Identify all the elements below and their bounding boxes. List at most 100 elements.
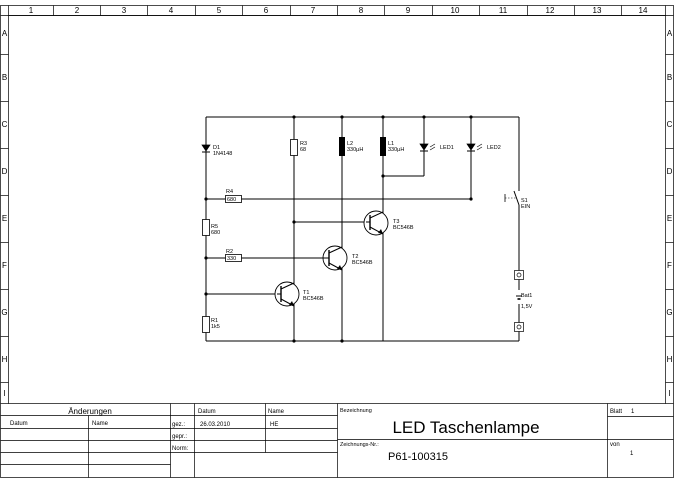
d1-ref: D1: [213, 145, 220, 151]
t3-value: BC546B: [393, 225, 414, 231]
r5-value: 680: [211, 230, 220, 236]
col-label: 13: [593, 6, 602, 15]
title-block: Änderungen Datum Name Datum Name gez.: 2…: [0, 403, 674, 478]
col-label: 11: [499, 6, 508, 15]
col-label: 1: [29, 6, 34, 15]
col-label: 10: [451, 6, 460, 15]
inductor-l1: L1 330µH: [380, 137, 404, 156]
outer-border: [0, 5, 674, 478]
gez-name: HE: [270, 422, 278, 428]
row-label: B: [667, 73, 672, 82]
col-label: 14: [639, 6, 648, 15]
column-ticks: [53, 5, 622, 16]
row-label: E: [2, 214, 7, 223]
battery-bat1: Bat1 1,5V: [514, 270, 533, 332]
circuit: D1 1N4148 R3 68 L2 330µH L1 330µH LED1: [201, 115, 533, 343]
col-label: 6: [264, 6, 269, 15]
t1-value: BC546B: [303, 296, 324, 302]
resistor-r2: R2 330: [225, 249, 242, 262]
row-labels-right: A B C D E F G H I: [666, 29, 672, 398]
row-label: I: [3, 389, 5, 398]
row-labels-left: A B C D E F G H I: [1, 29, 7, 398]
row-label: I: [668, 389, 670, 398]
row-label: F: [667, 261, 672, 270]
l2-value: 330µH: [347, 147, 363, 153]
col-label: 7: [311, 6, 316, 15]
drawing-number: P61-100315: [388, 451, 448, 463]
bat1-value: 1,5V: [521, 304, 533, 310]
row-label: D: [667, 167, 673, 176]
t3-ref: T3: [393, 219, 399, 225]
row-label: D: [2, 167, 8, 176]
diode-d1: D1 1N4148: [201, 144, 232, 157]
col-label: 5: [217, 6, 222, 15]
t1-ref: T1: [303, 290, 309, 296]
von-label: von: [610, 442, 620, 448]
col-label: 2: [75, 6, 80, 15]
led2-ref: LED2: [487, 145, 501, 151]
row-ticks: [0, 54, 674, 383]
blatt-label: Blatt: [610, 409, 622, 415]
r3-value: 68: [300, 147, 306, 153]
led1-ref: LED1: [440, 145, 454, 151]
inductor-l2: L2 330µH: [339, 137, 363, 156]
gez-label: gez.:: [172, 422, 185, 428]
row-label: A: [2, 29, 8, 38]
col-label: 8: [359, 6, 364, 15]
resistor-r4: R4 680: [225, 189, 242, 203]
row-label: B: [2, 73, 7, 82]
r1-ref: R1: [211, 318, 218, 324]
r4-ref: R4: [226, 189, 233, 195]
l2-ref: L2: [347, 141, 353, 147]
blatt-value: 1: [631, 409, 635, 415]
col-label: 4: [169, 6, 174, 15]
gez-date: 26.03.2010: [200, 422, 231, 428]
s1-ref: S1: [521, 198, 528, 204]
row-label: F: [2, 261, 7, 270]
row-label: A: [667, 29, 673, 38]
led-led1: LED1: [419, 143, 454, 152]
col-label: 12: [546, 6, 555, 15]
transistor-t3: T3 BC546B: [363, 210, 414, 236]
row-label: C: [2, 120, 8, 129]
d1-value: 1N4148: [213, 151, 232, 157]
led-led2: LED2: [466, 143, 501, 152]
row-label: H: [2, 355, 8, 364]
transistor-t2: T2 BC546B: [318, 245, 373, 271]
switch-s1: S1 EIN: [504, 186, 530, 210]
junctions: [204, 115, 473, 343]
changes-datum-label: Datum: [10, 421, 28, 427]
row-label: C: [667, 120, 673, 129]
changes-name-label: Name: [92, 421, 109, 427]
col-label: 9: [406, 6, 411, 15]
bezeichnung-label: Bezeichnung: [340, 408, 372, 414]
column-labels: 1 2 3 4 5 6 7 8 9 10 11 12 13 14: [29, 6, 648, 15]
resistor-r3: R3 68: [290, 139, 307, 156]
l1-value: 330µH: [388, 147, 404, 153]
t2-value: BC546B: [352, 260, 373, 266]
norm-label: Norm:: [172, 446, 189, 452]
row-label: E: [667, 214, 672, 223]
inner-border: [8, 15, 666, 404]
row-label: H: [667, 355, 673, 364]
r1-value: 1k5: [211, 324, 220, 330]
changes-header: Änderungen: [68, 407, 112, 416]
bat1-ref: Bat1: [521, 293, 532, 299]
name-column-label: Name: [268, 409, 285, 415]
r4-value: 680: [227, 197, 236, 203]
r2-ref: R2: [226, 249, 233, 255]
transistor-t1: T1 BC546B: [274, 281, 324, 307]
resistor-r1: R1 1k5: [202, 316, 220, 333]
row-label: G: [666, 308, 672, 317]
s1-value: EIN: [521, 204, 530, 210]
r5-ref: R5: [211, 224, 218, 230]
gepr-label: gepr.:: [172, 434, 187, 440]
von-value: 1: [630, 451, 634, 457]
r2-value: 330: [227, 256, 236, 262]
row-label: G: [1, 308, 7, 317]
datum-column-label: Datum: [198, 409, 216, 415]
zeichnungs-label: Zeichnungs-Nr.:: [340, 442, 379, 448]
col-label: 3: [122, 6, 127, 15]
l1-ref: L1: [388, 141, 394, 147]
